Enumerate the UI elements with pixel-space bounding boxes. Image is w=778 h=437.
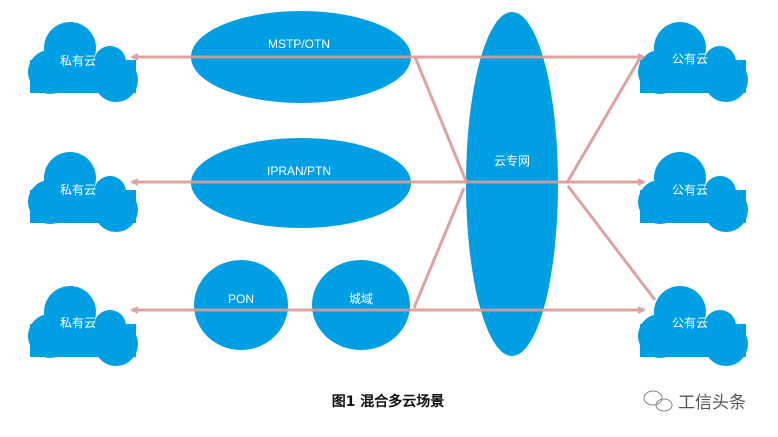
wechat-icon — [643, 390, 673, 412]
watermark-text: 工信头条 — [678, 393, 746, 413]
cloud-private-network-label: 云专网 — [494, 153, 530, 168]
public-cloud-label: 公有云 — [672, 316, 708, 330]
figure-caption: 图1 混合多云场景 — [332, 393, 445, 410]
ipran-ptn-label: IPRAN/PTN — [267, 164, 331, 178]
cloud-private-network — [466, 12, 558, 356]
metro-network — [312, 260, 410, 350]
public-cloud-label: 公有云 — [672, 52, 708, 66]
link-diag-1 — [413, 56, 468, 182]
pon-label: PON — [228, 292, 254, 306]
private-cloud-label: 私有云 — [60, 54, 96, 68]
link-diag-3 — [566, 57, 642, 182]
link-diag-4 — [566, 185, 657, 301]
mstp-otn-label: MSTP/OTN — [268, 37, 330, 51]
metro-label: 城域 — [349, 292, 373, 306]
pon-network — [194, 260, 288, 350]
link-diag-2 — [412, 187, 466, 309]
public-cloud-label: 公有云 — [672, 183, 708, 197]
private-cloud-label: 私有云 — [60, 183, 96, 197]
private-cloud-label: 私有云 — [60, 316, 96, 330]
